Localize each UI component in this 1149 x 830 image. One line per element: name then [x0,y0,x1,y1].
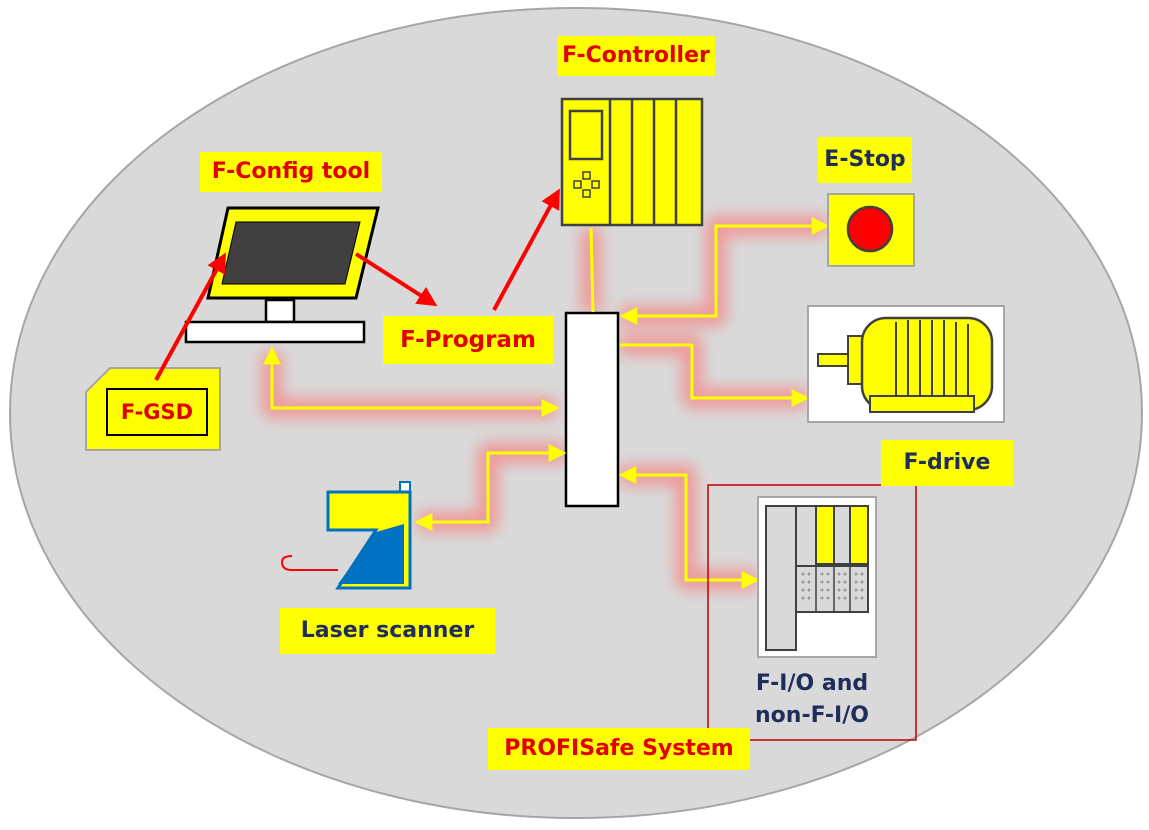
link-drive [620,343,810,407]
drive-motor-icon [807,305,1005,423]
link-controller [589,227,595,313]
network-links [263,217,830,589]
system-title: PROFISafe System [488,728,750,770]
estop-icon [827,193,915,267]
link-estop [619,217,830,325]
io-modules-icon [707,484,917,741]
gsd-label: F-GSD [106,388,208,436]
laser-scanner-icon [280,481,412,590]
config-flow-arrows [154,188,560,381]
network-switch [564,311,620,508]
program-label: F-Program [383,316,553,364]
estop-label: E-Stop [818,137,912,183]
scanner-label: Laser scanner [280,608,495,654]
io-label-line2: non-F-I/O [755,703,869,728]
link-scanner [414,444,567,531]
controller-label: F-Controller [557,36,715,76]
io-label-line1: F-I/O and [755,671,869,696]
drive-label: F-drive [881,440,1013,486]
config-tool-label: F-Config tool [200,152,382,192]
io-label: F-I/O and non-F-I/O [718,668,906,732]
link-config-tool [263,346,560,417]
link-io [618,466,760,589]
config-tool-computer-icon [184,206,380,344]
controller-icon [560,97,704,227]
